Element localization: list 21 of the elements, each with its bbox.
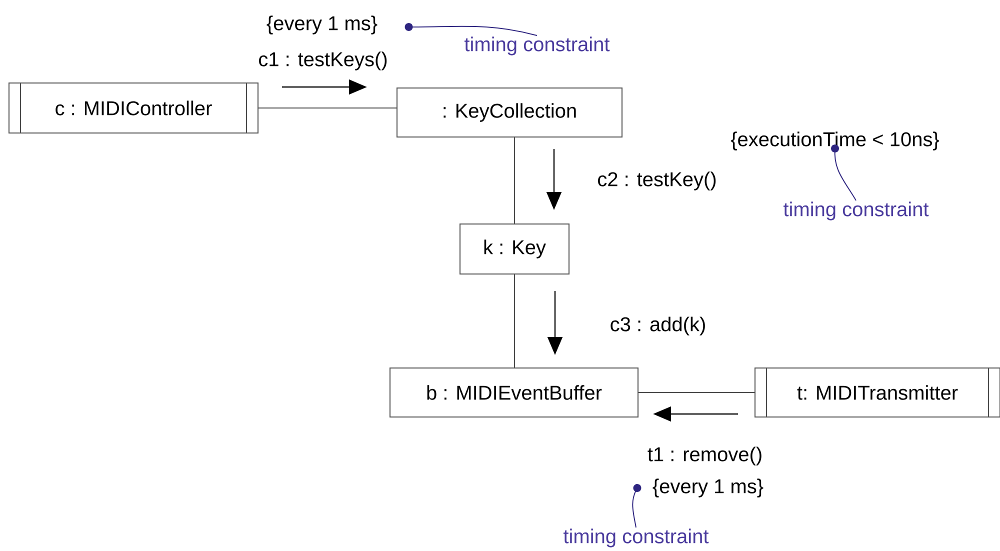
constraint-text: {executionTime < 10ns} (730, 132, 940, 150)
leader-line (632, 484, 642, 528)
message-label: c3 : add(k) (610, 316, 705, 336)
active-object-box: c : MIDIController (8, 82, 258, 134)
leader-line (831, 144, 857, 201)
active-object-box: t: MIDITransmitter (754, 367, 1000, 418)
message-label: c1 : testKeys() (259, 52, 387, 70)
note-text: timing constraint (464, 36, 610, 56)
constraint-text: {every 1 ms} (652, 478, 764, 498)
message-label: c2 : testKey() (598, 172, 716, 190)
note-text: timing constraint (564, 528, 709, 548)
link-line (638, 392, 756, 393)
constraint-text: {every 1 ms} (266, 16, 378, 34)
message-label: t1 : remove() (648, 446, 762, 466)
note-text: timing constraint (784, 202, 929, 220)
link-line (514, 137, 515, 224)
object-box: : KeyCollection (396, 88, 622, 138)
object-box: k : Key (460, 224, 570, 274)
object-box: b : MIDIEventBuffer (390, 368, 638, 418)
leader-line (404, 23, 538, 36)
link-line (514, 274, 515, 368)
